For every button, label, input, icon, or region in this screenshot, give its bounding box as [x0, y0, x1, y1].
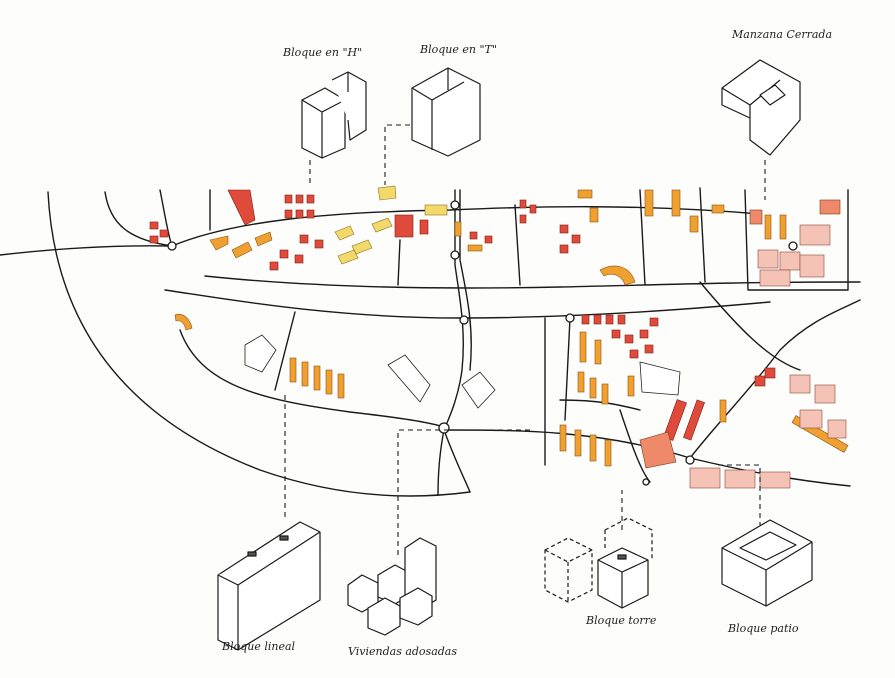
road-vertical-center — [443, 189, 464, 431]
road-vertical-center-2 — [459, 189, 472, 371]
road-upper-strip-top — [171, 206, 761, 247]
bloque-torre-ghosts — [544, 517, 653, 603]
road-upper-v4 — [639, 189, 646, 286]
road-upper-v5 — [699, 187, 706, 283]
road-center-south — [437, 429, 445, 496]
label-bloque-t: Bloque en "T" — [420, 43, 497, 56]
road-mid-v1 — [274, 311, 296, 391]
label-bloque-h: Bloque en "H" — [283, 46, 363, 59]
bloque-torre-sketch — [597, 547, 649, 609]
junction — [459, 315, 469, 325]
road-mid-v3 — [564, 317, 571, 421]
manzana-cerrada-sketch — [721, 59, 801, 156]
road-se-loop — [619, 409, 651, 483]
road-west-entry — [0, 245, 173, 256]
road-east-diagonal — [699, 281, 801, 371]
junction — [438, 422, 450, 434]
road-upper-v2 — [397, 239, 401, 286]
junction — [565, 313, 575, 323]
label-bloque-torre: Bloque torre — [586, 614, 657, 627]
bloque-t-sketch — [411, 67, 481, 157]
road-east-frame — [744, 189, 849, 291]
road-southeast — [443, 429, 851, 487]
road-left-vertical-2 — [159, 189, 173, 247]
road-center-south-2 — [443, 429, 471, 493]
junction — [685, 455, 695, 465]
road-mid-h — [559, 399, 641, 411]
road-upper-v3 — [514, 204, 521, 286]
junction — [642, 478, 650, 486]
road-right-up — [689, 299, 861, 459]
leader-bloque-t — [384, 124, 410, 185]
junction — [167, 241, 177, 251]
label-manzana-cerrada: Manzana Cerrada — [732, 28, 832, 41]
road-middle-lower — [179, 329, 446, 429]
bloque-h-sketch — [301, 71, 367, 159]
road-left-vertical — [104, 191, 173, 247]
bloque-lineal-sketch — [217, 521, 321, 651]
junction — [788, 241, 798, 251]
road-left-curve — [47, 191, 471, 497]
bloque-patio-sketch — [721, 519, 813, 607]
label-bloque-patio: Bloque patio — [728, 622, 799, 635]
label-bloque-lineal: Bloque lineal — [222, 640, 296, 653]
junction — [450, 250, 460, 260]
leader-bloque-patio — [718, 464, 761, 525]
viviendas-adosadas-sketch — [347, 537, 437, 636]
label-viviendas-adosadas: Viviendas adosadas — [348, 645, 458, 658]
junction — [450, 200, 460, 210]
